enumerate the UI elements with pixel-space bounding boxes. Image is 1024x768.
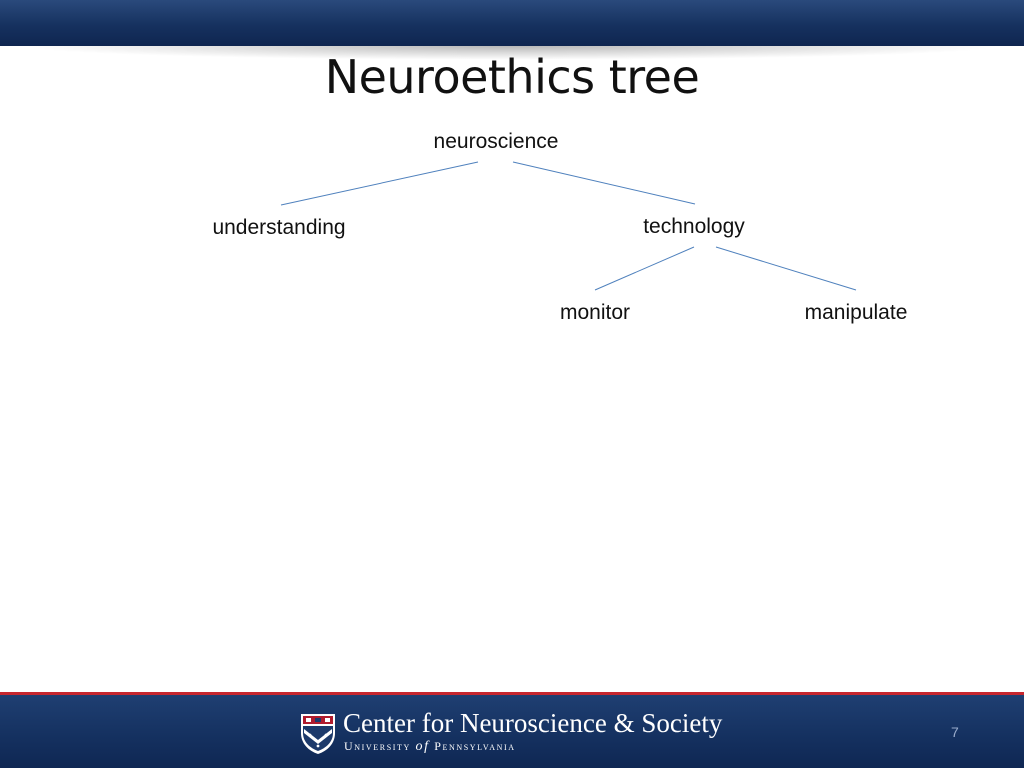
footer-accent-line — [0, 692, 1024, 695]
tree-node-technology: technology — [643, 215, 745, 238]
footer-banner — [0, 695, 1024, 768]
footer-org-sub-suffix: Pennsylvania — [429, 739, 516, 753]
footer-org-name: Center for Neuroscience & Society — [343, 708, 723, 738]
tree-edge-technology-manipulate — [715, 246, 857, 291]
tree-node-neuroscience: neuroscience — [433, 130, 559, 153]
page-number: 7 — [951, 724, 959, 740]
footer-org-sub-prefix: University — [344, 739, 416, 753]
tree-node-understanding: understanding — [212, 216, 346, 239]
tree-node-manipulate: manipulate — [804, 301, 908, 324]
tree-edge-neuroscience-understanding — [280, 161, 479, 206]
penn-shield-logo — [301, 714, 335, 754]
tree-edge-technology-monitor — [594, 246, 695, 291]
tree-edge-neuroscience-technology — [512, 161, 696, 205]
top-banner-shadow — [20, 46, 1004, 60]
footer-org-sub-of: of — [415, 739, 430, 754]
footer-org-subtitle: University of Pennsylvania — [344, 739, 516, 755]
slide-title: Neuroethics tree — [324, 50, 700, 104]
tree-node-monitor: monitor — [559, 301, 631, 324]
top-banner — [0, 0, 1024, 46]
